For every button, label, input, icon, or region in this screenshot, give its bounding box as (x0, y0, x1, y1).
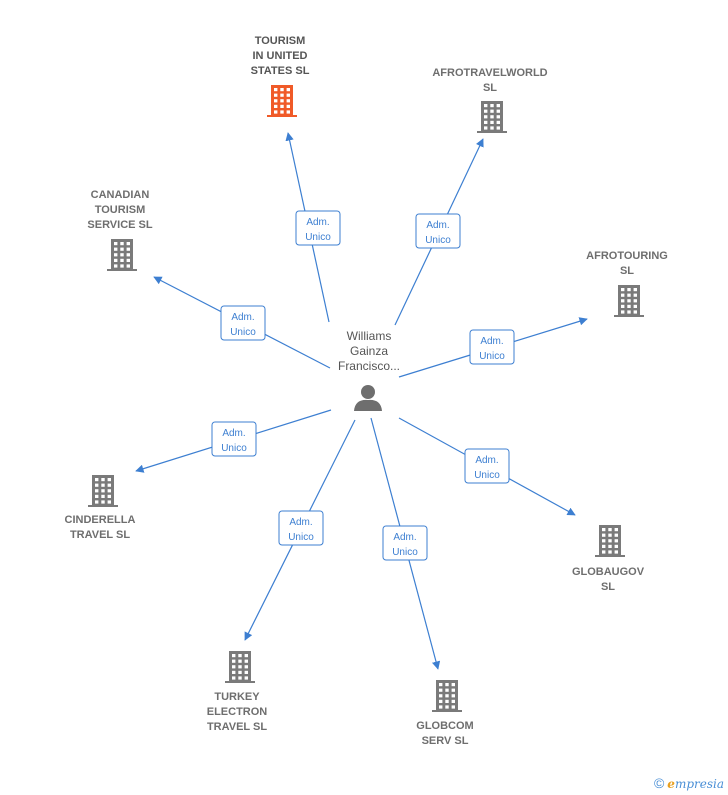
company-label: STATES SL (251, 65, 310, 77)
relation-text: Adm. (426, 220, 449, 231)
person-icon (354, 385, 382, 411)
edge-afrotouring-sl: Adm. Unico (398, 317, 588, 378)
company-label: AFROTRAVELWORLD (432, 67, 547, 79)
relation-text: Unico (392, 547, 418, 558)
building-icon[interactable] (225, 651, 255, 683)
nodes-layer: TOURISM IN UNITED STATES SL AFROTRAVELWORLD… (65, 35, 668, 747)
company-node-turkey-electron-travel-sl[interactable]: TURKEY ELECTRON TRAVEL SL (207, 651, 268, 733)
company-label: TOURISM (95, 204, 146, 216)
company-label: ELECTRON (207, 706, 268, 718)
company-node-globaugov-sl[interactable]: GLOBAUGOV SL (572, 525, 645, 593)
building-icon[interactable] (477, 101, 507, 133)
edge-tourism-in-united-states-sl: Adm. Unico (285, 132, 341, 323)
relation-text: Adm. (480, 336, 503, 347)
company-label: SERV SL (422, 735, 469, 747)
edge-afrotravelworld-sl: Adm. Unico (394, 138, 484, 326)
footer-brand: ©empresia (654, 775, 724, 791)
edge-globaugov-sl: Adm. Unico (398, 417, 576, 516)
relation-text: Unico (288, 532, 314, 543)
company-label: GLOBAUGOV (572, 566, 645, 578)
company-label: TRAVEL SL (207, 721, 267, 733)
edges-layer: Adm.UnicoAdm.UnicoAdm.UnicoAdm.UnicoAdm.… (135, 132, 588, 670)
building-icon[interactable] (595, 525, 625, 557)
edge-cinderella-travel-sl: Adm. Unico (135, 409, 332, 473)
copyright-icon: © (653, 775, 665, 791)
company-label: CINDERELLA (65, 514, 136, 526)
relation-badge[interactable]: Adm. Unico (415, 213, 461, 249)
relation-text: Adm. (393, 532, 416, 543)
company-label: AFROTOURING (586, 250, 668, 262)
person-label: Francisco... (338, 359, 400, 373)
relation-badge[interactable]: Adm. Unico (211, 421, 257, 457)
company-label: TOURISM (255, 35, 306, 47)
building-icon[interactable] (432, 680, 462, 712)
brand-logo: empresia (667, 777, 724, 791)
relation-text: Unico (474, 470, 500, 481)
relation-badge[interactable]: Adm. Unico (469, 329, 515, 365)
person-label: Gainza (350, 344, 388, 358)
relation-text: Adm. (222, 428, 245, 439)
relation-text: Unico (221, 443, 247, 454)
relation-badge[interactable]: Adm. Unico (464, 448, 510, 484)
company-node-afrotouring-sl[interactable]: AFROTOURING SL (586, 250, 668, 317)
company-node-tourism-in-united-states-sl[interactable]: TOURISM IN UNITED STATES SL (251, 35, 310, 117)
building-icon[interactable] (88, 475, 118, 507)
company-label: SL (483, 82, 497, 94)
company-label: GLOBCOM (416, 720, 473, 732)
company-label: SL (601, 581, 615, 593)
company-node-afrotravelworld-sl[interactable]: AFROTRAVELWORLD SL (432, 67, 548, 133)
relation-text: Unico (305, 232, 331, 243)
company-label: TURKEY (214, 691, 260, 703)
center-person[interactable]: WilliamsGainzaFrancisco... (338, 329, 400, 411)
relation-text: Adm. (231, 312, 254, 323)
relation-text: Adm. (306, 217, 329, 228)
company-node-cinderella-travel-sl[interactable]: CINDERELLA TRAVEL SL (65, 475, 136, 541)
relation-text: Unico (425, 235, 451, 246)
company-node-canadian-tourism-service-sl[interactable]: CANADIAN TOURISM SERVICE SL (87, 189, 153, 271)
person-label: Williams (347, 329, 392, 343)
company-label: IN UNITED (253, 50, 308, 62)
edge-globcom-serv-sl: Adm. Unico (370, 417, 441, 670)
company-label: SL (620, 265, 634, 277)
relation-badge[interactable]: Adm. Unico (278, 510, 324, 546)
relation-text: Adm. (289, 517, 312, 528)
relation-badge[interactable]: Adm. Unico (220, 305, 266, 341)
relation-text: Adm. (475, 455, 498, 466)
relation-badge[interactable]: Adm. Unico (295, 210, 341, 246)
building-icon[interactable] (267, 85, 297, 117)
relation-text: Unico (230, 327, 256, 338)
relation-badge[interactable]: Adm. Unico (382, 525, 428, 561)
edge-canadian-tourism-service-sl: Adm. Unico (153, 276, 331, 369)
company-label: CANADIAN (91, 189, 150, 201)
company-label: TRAVEL SL (70, 529, 130, 541)
company-node-globcom-serv-sl[interactable]: GLOBCOM SERV SL (416, 680, 474, 747)
building-icon[interactable] (614, 285, 644, 317)
company-label: SERVICE SL (87, 219, 152, 231)
relation-text: Unico (479, 351, 505, 362)
edge-turkey-electron-travel-sl: Adm. Unico (244, 419, 356, 641)
building-icon[interactable] (107, 239, 137, 271)
